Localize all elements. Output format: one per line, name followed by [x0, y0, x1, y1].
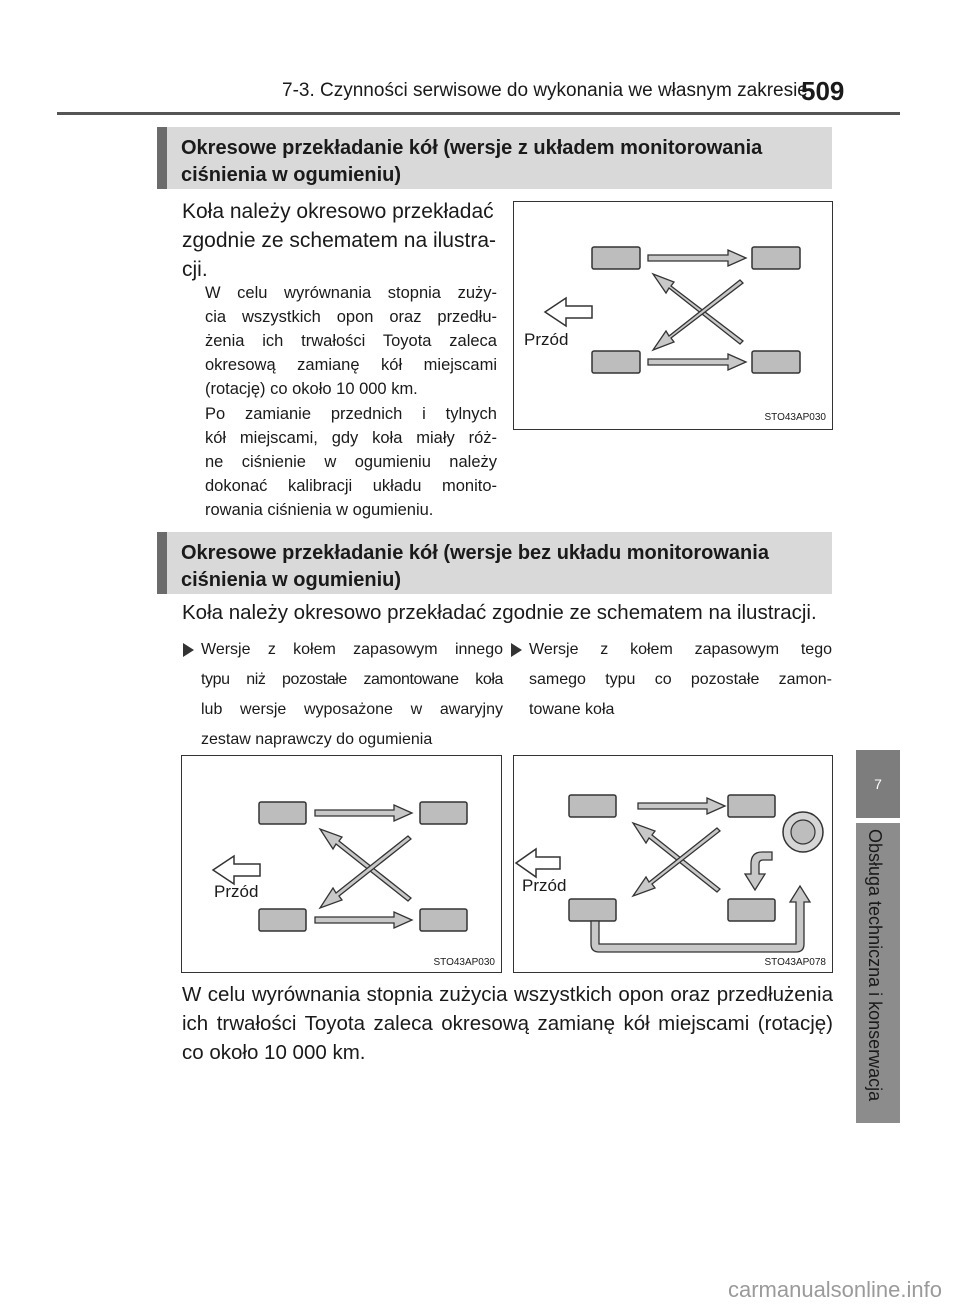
arrow-front-to-spare: [590, 884, 812, 953]
front-direction-arrow: [543, 296, 593, 328]
header-divider: [57, 112, 900, 115]
section2-title-line1: Okresowe przekładanie kół (wersje bez uk…: [181, 542, 769, 564]
section1-title-line2: ciśnienia w ogumieniu): [181, 164, 402, 186]
tire-front-right: [568, 898, 617, 922]
bullet-triangle-icon: [511, 643, 522, 657]
chapter-label: Obsługa techniczna i konserwacja: [865, 829, 885, 1102]
arrow-top: [647, 248, 748, 268]
front-direction-arrow: [211, 854, 261, 886]
arrow-diagonal-down: [631, 827, 721, 898]
para2-line3: ne ciśnienie w ogumieniu należy: [205, 453, 497, 471]
rotation-diagram-other-spare-graphic: [211, 801, 468, 932]
arrow-diagonal-up: [631, 821, 721, 893]
bullet-right-line2: samego typu co pozostałe zamon-: [529, 671, 832, 688]
bullet-left-line3: lub wersje wyposażone w awaryjny: [201, 701, 503, 718]
section2-heading: Okresowe przekładanie kół (wersje bez uk…: [157, 532, 832, 594]
bullet-left-line4: zestaw naprawczy do ogumienia: [201, 731, 433, 748]
arrow-top: [637, 796, 727, 816]
arrow-top: [314, 803, 414, 823]
rotation-diagram-tpms-graphic: [543, 246, 801, 374]
arrow-bottom: [314, 910, 414, 930]
bullet-right: Wersje z kołem zapasowym tego samego typ…: [529, 635, 832, 725]
chapter-number-tab: 7: [856, 750, 900, 818]
arrow-diagonal-down: [318, 835, 412, 910]
tire-front-right: [258, 908, 307, 932]
front-label: Przód: [214, 882, 259, 901]
front-label: Przód: [524, 330, 569, 349]
section1-heading: Okresowe przekładanie kół (wersje z ukła…: [157, 127, 832, 189]
section1-paragraph2: Po zamianie przednich i tylnych kół miej…: [205, 402, 497, 522]
bullet-left: Wersje z kołem zapasowym innego typu niż…: [201, 635, 503, 755]
section2-lead: Koła należy okresowo przekładać zgodnie …: [182, 601, 817, 624]
bullet-left-line2: typu niż pozostałe zamontowane koła: [201, 671, 503, 688]
arrow-diagonal-up: [318, 827, 412, 902]
diagram-code: STO43AP030: [433, 957, 495, 968]
section1-lead: Koła należy okresowo przekładać zgodnie …: [182, 197, 502, 284]
section1-title-line1: Okresowe przekładanie kół (wersje z ukła…: [181, 137, 763, 159]
tire-rear-right: [419, 908, 468, 932]
bullet-triangle-icon: [183, 643, 194, 657]
front-direction-arrow: [514, 847, 561, 879]
closing-line1: W celu wyrównania stopnia zużycia wszyst…: [182, 983, 833, 1006]
para2-line5: rowania ciśnienia w ogumieniu.: [205, 501, 434, 519]
tire-rear-right: [751, 350, 801, 374]
chapter-tab: Obsługa techniczna i konserwacja: [856, 823, 900, 1123]
section1-lead-line2: zgodnie ze schematem na ilustra-: [182, 229, 496, 252]
para1-line3: żenia ich trwałości Toyota zaleca: [205, 332, 497, 350]
section1-lead-line1: Koła należy okresowo przekładać: [182, 200, 494, 223]
page-number: 509: [801, 76, 845, 106]
front-label: Przód: [522, 876, 567, 895]
section1-lead-line3: cji.: [182, 258, 208, 281]
para1-line4: okresową zamianę kół miejscami: [205, 356, 497, 374]
running-header-title: 7-3. Czynności serwisowe do wykonania we…: [282, 80, 808, 101]
arrow-diagonal-up: [651, 272, 744, 345]
arrow-bottom: [647, 352, 748, 372]
rotation-diagram-tpms: Przód STO43AP030: [513, 201, 833, 430]
tire-front-right: [591, 350, 641, 374]
para1-line5: (rotację) co około 10 000 km.: [205, 380, 418, 398]
tire-front-left: [568, 794, 617, 818]
para2-line1: Po zamianie przednich i tylnych: [205, 405, 497, 423]
tire-rear-right: [727, 898, 776, 922]
section2-closing-paragraph: W celu wyrównania stopnia zużycia wszyst…: [182, 980, 833, 1067]
tire-rear-left: [727, 794, 776, 818]
section1-paragraph1: W celu wyrównania stopnia zuży- cia wszy…: [205, 281, 497, 401]
para1-line2: cia wszystkich opon oraz przedłu-: [205, 308, 497, 326]
para2-line2: kół miejscami, gdy koła miały róż-: [205, 429, 497, 447]
tire-front-left: [258, 801, 307, 825]
arrow-spare-to-rear: [743, 851, 773, 892]
rotation-diagram-same-spare: Przód STO43AP078: [513, 755, 833, 973]
arrow-diagonal-down: [651, 279, 744, 352]
spare-tire-hub: [790, 819, 816, 845]
bullet-left-line1: Wersje z kołem zapasowym innego: [201, 641, 503, 658]
rotation-diagram-same-spare-graphic: [514, 794, 824, 953]
diagram-code: STO43AP030: [764, 412, 826, 423]
para1-line1: W celu wyrównania stopnia zuży-: [205, 284, 497, 302]
section2-title-line2: ciśnienia w ogumieniu): [181, 569, 402, 591]
closing-line3: co około 10 000 km.: [182, 1041, 366, 1064]
tire-rear-left: [419, 801, 468, 825]
tire-front-left: [591, 246, 641, 270]
tire-rear-left: [751, 246, 801, 270]
closing-line2: ich trwałości Toyota zaleca okresową zam…: [182, 1012, 833, 1035]
para2-line4: dokonać kalibracji układu monito-: [205, 477, 497, 495]
diagram-code: STO43AP078: [764, 957, 826, 968]
watermark: carmanualsonline.info: [727, 1277, 942, 1302]
bullet-right-line3: towane koła: [529, 701, 615, 718]
bullet-right-line1: Wersje z kołem zapasowym tego: [529, 641, 832, 658]
rotation-diagram-other-spare: Przód STO43AP030: [181, 755, 502, 973]
